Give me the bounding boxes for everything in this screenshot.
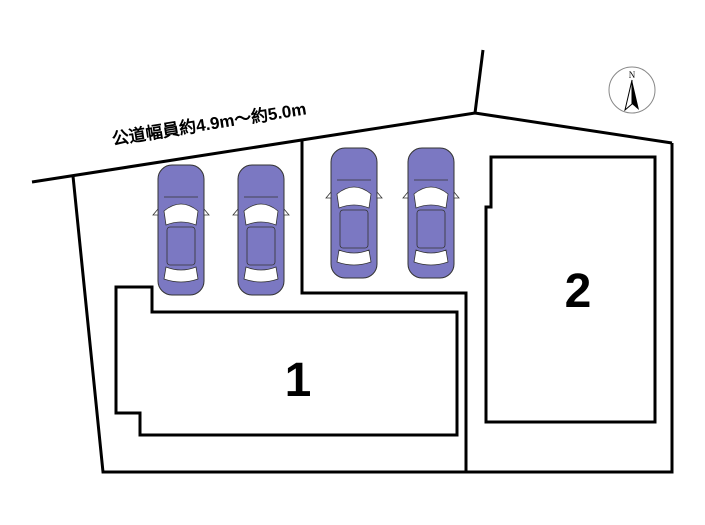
car-icon xyxy=(402,147,460,279)
car-part xyxy=(246,226,276,266)
car-part xyxy=(339,209,369,249)
car-part xyxy=(163,266,199,283)
car-part xyxy=(336,249,372,266)
site-outline xyxy=(71,143,674,474)
car-part xyxy=(163,203,199,226)
car-icon xyxy=(232,164,290,296)
car-part xyxy=(232,207,290,216)
lot-2-number: 2 xyxy=(565,265,592,318)
car-part xyxy=(413,186,449,209)
car-part xyxy=(413,249,449,266)
car-part xyxy=(243,203,279,226)
lot-1-number: 1 xyxy=(285,354,312,407)
compass-north-label: N xyxy=(629,70,636,80)
car-part xyxy=(336,186,372,209)
car-icon xyxy=(325,147,383,279)
car-part xyxy=(152,207,210,216)
adjacent-boundary-line xyxy=(473,49,485,114)
compass-icon: N xyxy=(608,66,656,114)
car-part xyxy=(416,209,446,249)
car-part xyxy=(402,190,460,199)
building-2 xyxy=(484,155,657,424)
car-part xyxy=(243,266,279,283)
road-width-label: 公道幅員約4.9m〜約5.0m xyxy=(110,98,307,148)
lot-divider xyxy=(300,140,468,472)
car-part xyxy=(166,226,196,266)
car-icon xyxy=(152,164,210,296)
car-part xyxy=(325,190,383,199)
building-1 xyxy=(114,285,459,437)
